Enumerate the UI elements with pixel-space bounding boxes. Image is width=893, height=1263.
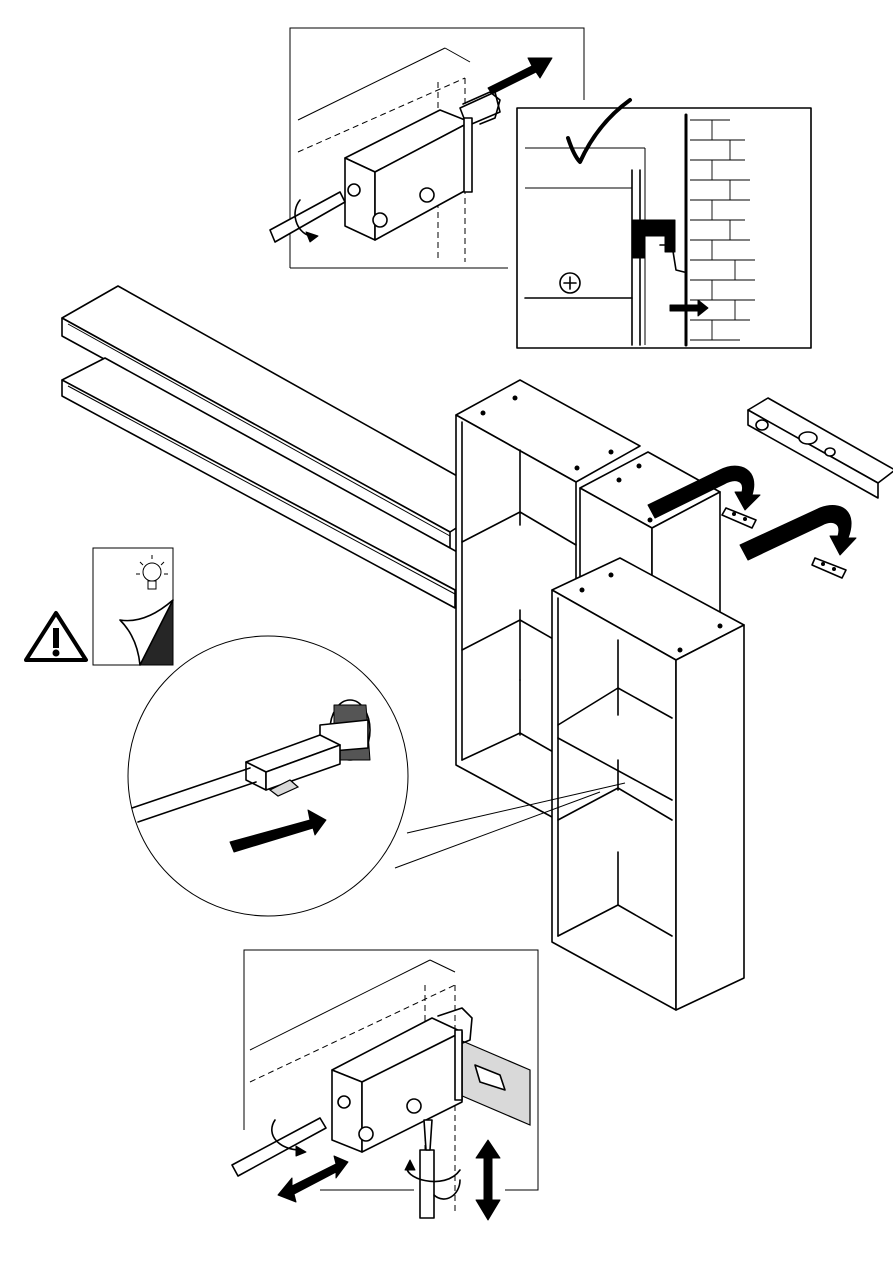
screw-icon <box>560 273 580 293</box>
wall-check-panel <box>517 100 811 348</box>
warning-triangle-icon <box>26 613 86 660</box>
page-corner-icon <box>120 600 173 665</box>
lightbulb-note-icon <box>93 548 173 665</box>
hanging-bracket-icon <box>345 92 500 240</box>
zoom-detail-circle <box>128 636 408 916</box>
cabinet-front <box>552 558 744 1010</box>
spirit-level-icon <box>748 398 893 498</box>
push-arrow-icon <box>488 58 552 94</box>
bottom-detail-panel <box>232 950 538 1220</box>
vertical-arrow-icon <box>476 1140 500 1220</box>
lightbulb-icon <box>136 555 168 589</box>
horizontal-arrow-icon <box>278 1156 348 1202</box>
screwdriver-icon <box>270 192 345 242</box>
